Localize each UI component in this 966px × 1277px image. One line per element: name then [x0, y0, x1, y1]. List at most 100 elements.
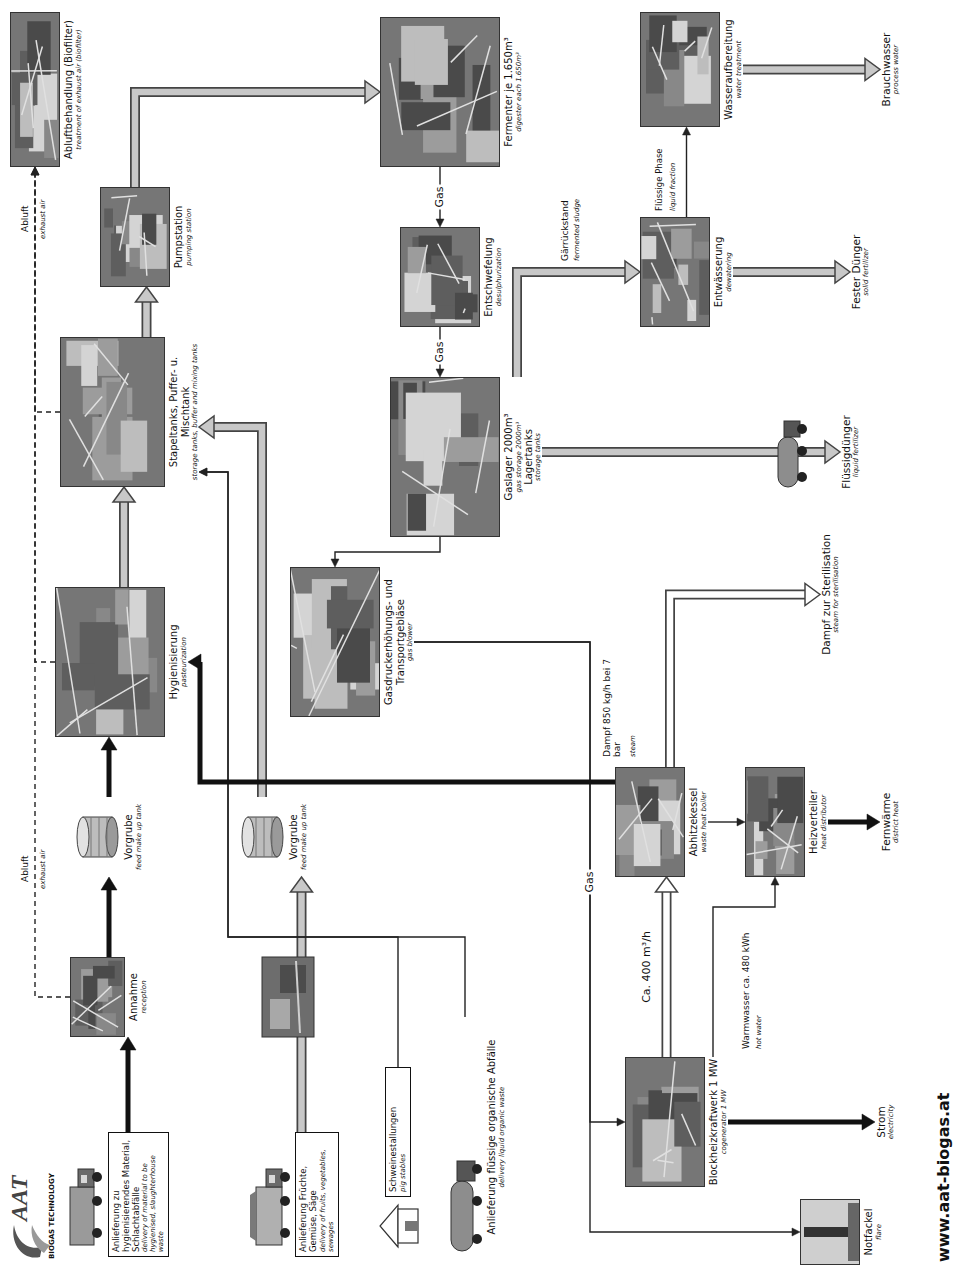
- process-photo-box: Notfackelflare: [800, 1199, 883, 1265]
- english-caption: treatment of exhaust air (biofilter): [75, 12, 83, 167]
- flow-label: Dampf 850 kg/h bei 7 bar: [602, 647, 623, 757]
- arrow-line: [686, 134, 687, 217]
- process-photo-box: Fermenter je 1.650m³digester each 1.650m…: [380, 17, 523, 167]
- arrow-fill: [743, 66, 866, 73]
- german-caption: Fernwärme: [880, 772, 892, 872]
- arrow-head: [365, 81, 380, 103]
- tank-box: Vorgrubefeed make up tank: [240, 797, 308, 877]
- arrow-line: [414, 642, 618, 1122]
- english-caption: heat distributor: [820, 767, 828, 877]
- drum-picture: [75, 797, 120, 877]
- german-caption: Entwässerung: [713, 217, 725, 327]
- output-label: Fester Düngersolid fertilizer: [850, 222, 870, 322]
- process-photo-box: Annahmereception: [70, 957, 148, 1037]
- german-caption: Gasdruckerhöhungs- und Transportgebläse: [383, 567, 406, 717]
- german-caption: Wasseraufbereitung: [723, 12, 735, 127]
- german-caption: Hygienisierung: [168, 587, 180, 737]
- german-caption: Blockheizkraftwerk 1 MW: [708, 1057, 720, 1187]
- arrow-line: [670, 595, 806, 768]
- process-photo-box: Gaslager 2000m³gas storage 2000m³Lagerta…: [390, 377, 542, 537]
- flow-label: exhaust air: [39, 169, 47, 239]
- arrow-line: [35, 174, 70, 997]
- english-caption: gas storage 2000m³: [515, 377, 523, 537]
- arrow-line: [35, 174, 60, 412]
- german-caption: Heizverteiler: [808, 767, 820, 877]
- flow-arrow: [331, 537, 440, 567]
- process-photo-box: Heizverteilerheat distributor: [745, 767, 828, 877]
- flow-arrow: [120, 1037, 136, 1132]
- flow-arrow: [414, 642, 800, 1236]
- arrow-line: [206, 472, 398, 1067]
- german-caption: Flüssigdünger: [840, 387, 852, 517]
- flow-arrow: [31, 167, 70, 997]
- flow-arrow: [743, 59, 880, 81]
- process-photo-box: Hygienisierungpasteurization: [55, 587, 188, 737]
- german-caption: Notfackel: [863, 1199, 875, 1265]
- german-caption: Pumpstation: [173, 187, 185, 287]
- arrow-line: [119, 501, 129, 587]
- english-caption: pumping station: [185, 187, 193, 287]
- plant-photo: [70, 957, 125, 1037]
- arrow-head: [31, 167, 39, 175]
- flow-arrow: [135, 81, 380, 187]
- plant-photo: [615, 767, 685, 877]
- flow-label: fermented sludge: [573, 171, 581, 261]
- english-caption: dewatering: [725, 217, 733, 327]
- flow-arrow: [101, 737, 117, 797]
- plant-photo: [10, 12, 60, 167]
- arrow-line: [213, 427, 262, 797]
- arrow-head: [835, 261, 850, 283]
- arrow-head: [656, 877, 678, 892]
- logo-subtext: BIOGAS TECHNOLOGY: [48, 1139, 56, 1259]
- flow-arrow: [708, 818, 745, 826]
- english-caption: solid fertilizer: [862, 222, 870, 322]
- arrow-line: [142, 301, 152, 337]
- english-caption: feed make up tank: [135, 797, 143, 877]
- edge-label: Ca. 400 m³/h: [640, 929, 652, 1005]
- flow-arrow: [828, 814, 880, 830]
- flow-arrow: [199, 468, 398, 1067]
- german-caption: Fester Dünger: [850, 222, 862, 322]
- arrow-line: [335, 537, 440, 560]
- output-label: Dampf zur Sterilisationsteam for sterili…: [820, 532, 840, 657]
- arrow-head: [31, 167, 39, 175]
- flow-arrow: [101, 877, 117, 957]
- plant-photo: [390, 377, 500, 537]
- flow-arrow: [199, 416, 262, 797]
- german-caption: Stapeltanks, Puffer- u. Mischtank: [168, 337, 191, 487]
- reception-photo: [262, 957, 314, 1037]
- flow-label: Flüssige Phase: [655, 129, 665, 211]
- arrow-line: [708, 821, 738, 822]
- arrow-fill: [213, 427, 262, 797]
- english-caption: district heat: [892, 772, 900, 872]
- arrow-head: [31, 167, 39, 175]
- flow-label: Abluft: [20, 822, 30, 882]
- logo-text: AAT: [6, 1141, 34, 1221]
- arrow-line: [126, 1049, 131, 1132]
- german-caption: Gaslager 2000m³: [503, 377, 515, 537]
- english-caption: process water: [892, 12, 900, 127]
- flow-arrow: [199, 468, 465, 1017]
- arrow-line: [733, 267, 836, 277]
- german-caption: Annahme: [128, 957, 140, 1037]
- flow-label: Gärrückstand: [560, 171, 570, 261]
- german-caption: Brauchwasser: [880, 12, 892, 127]
- process-photo-box: Abhitzekesselwaste heat boiler: [615, 767, 708, 877]
- arrow-fill: [733, 269, 836, 276]
- edge-label: Gas: [434, 185, 446, 210]
- arrow-head: [101, 737, 117, 750]
- output-label: Brauchwasserprocess water: [880, 12, 900, 127]
- plant-photo: [380, 17, 500, 167]
- german-caption: Dampf zur Sterilisation: [820, 532, 832, 657]
- flow-arrow: [683, 127, 691, 217]
- arrow-line: [713, 884, 775, 1057]
- english-caption: steam for sterilisation: [832, 532, 840, 657]
- arrow-line: [200, 662, 615, 782]
- url-text: www.aat-biogas.at: [935, 1062, 953, 1262]
- arrow-head: [436, 219, 444, 227]
- german-caption: Vorgrube: [288, 797, 300, 877]
- arrow-head: [101, 877, 117, 890]
- english-caption: storage tanks, buffer and mixing tanks: [191, 337, 199, 487]
- output-label: Flüssigdüngerliquid fertilizer: [840, 387, 860, 517]
